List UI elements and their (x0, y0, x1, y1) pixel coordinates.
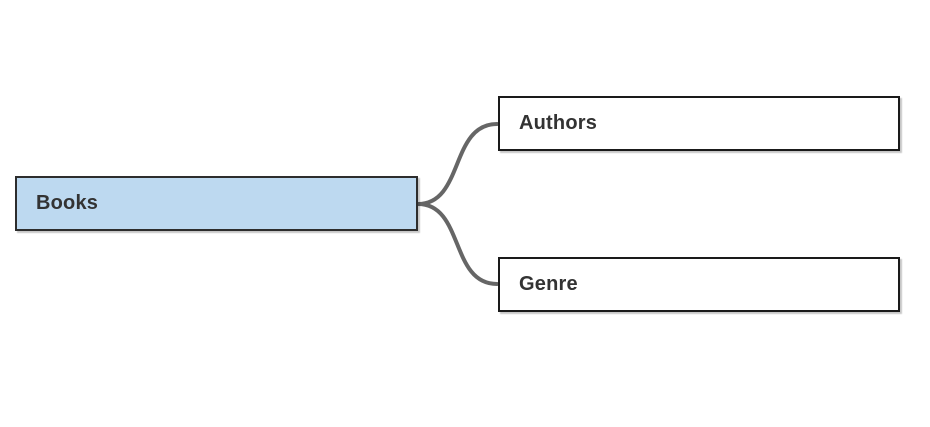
connector-books-authors[interactable] (416, 122, 499, 206)
node-genre-label: Genre (519, 273, 578, 295)
connector-books-genre[interactable] (416, 202, 499, 286)
node-authors[interactable]: Authors (498, 96, 900, 151)
node-authors-label: Authors (519, 112, 598, 134)
node-books[interactable]: Books (15, 176, 418, 231)
node-genre[interactable]: Genre (498, 257, 900, 312)
node-books-label: Books (36, 192, 99, 214)
